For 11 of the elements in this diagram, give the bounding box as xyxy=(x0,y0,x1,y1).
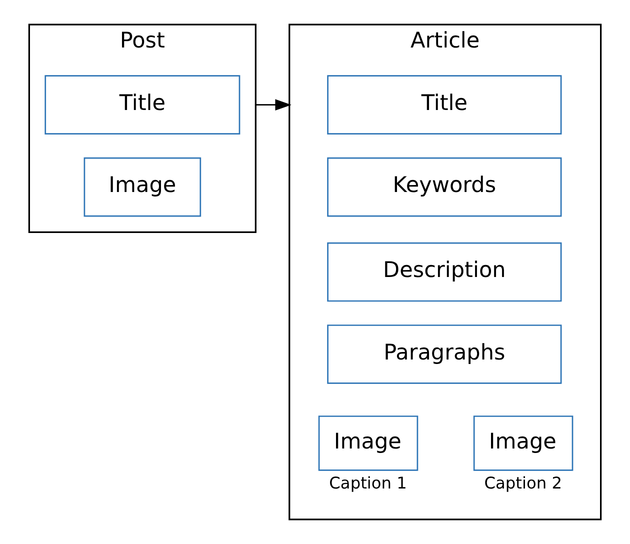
node-box: Image xyxy=(473,416,574,471)
node-box: Description xyxy=(327,242,562,302)
node-box: Paragraphs xyxy=(327,324,562,384)
node-box: Image xyxy=(318,416,418,471)
node-box: Title xyxy=(327,75,562,134)
node-box: Keywords xyxy=(327,157,562,217)
node-box: Image xyxy=(84,157,202,217)
node-label: Caption 2 xyxy=(484,474,562,493)
arrow xyxy=(256,99,292,110)
node-label: Caption 1 xyxy=(329,474,407,493)
node-box: Title xyxy=(44,75,240,134)
